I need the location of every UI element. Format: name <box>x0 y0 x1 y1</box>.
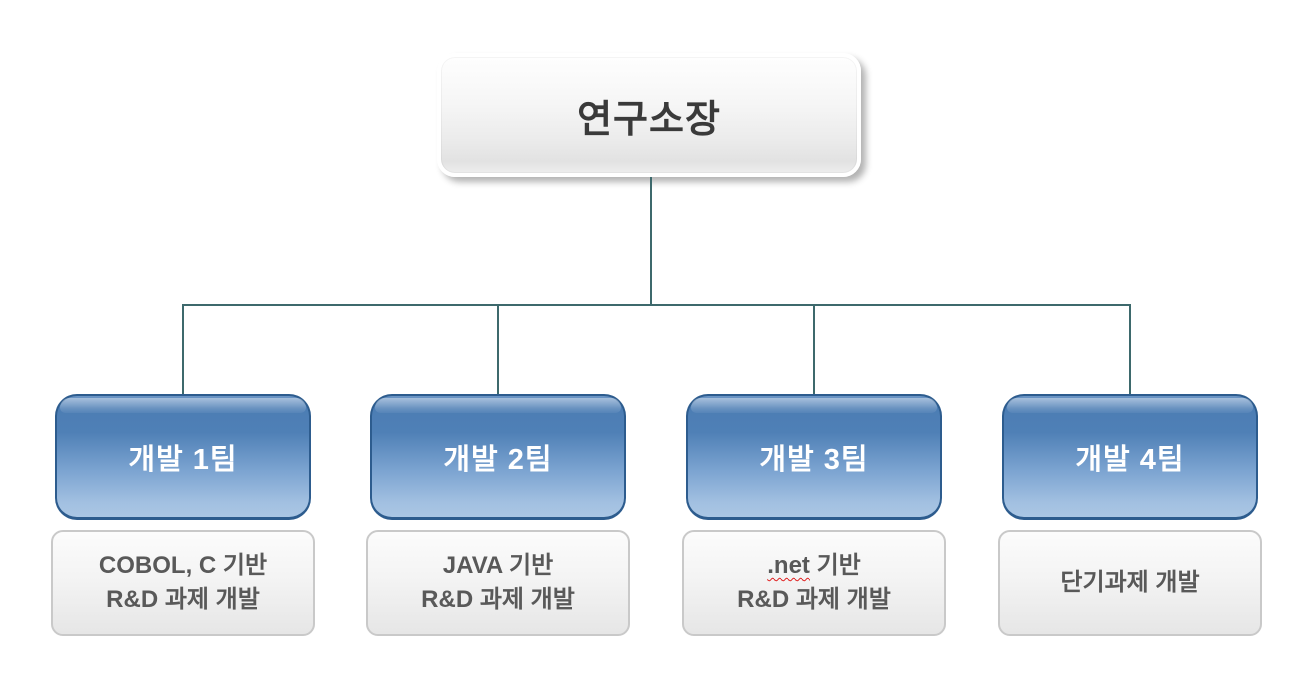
connector-drop-team3 <box>813 304 815 394</box>
org-node-team1: 개발 1팀 <box>55 394 311 520</box>
org-desc-team3-line2: R&D 과제 개발 <box>737 586 891 613</box>
org-desc-team2-line2: R&D 과제 개발 <box>421 586 575 613</box>
org-node-team3: 개발 3팀 <box>686 394 942 520</box>
org-desc-team2-line1: JAVA 기반 <box>442 551 554 579</box>
connector-root-vertical <box>650 177 652 305</box>
connector-drop-team2 <box>497 304 499 394</box>
connector-drop-team1 <box>182 304 184 394</box>
org-desc-team3-line1: .net 기반 <box>767 549 861 583</box>
org-desc-team1-line1: COBOL, C 기반 <box>98 551 268 579</box>
connector-horizontal-bar <box>182 304 1131 306</box>
org-node-team3-label: 개발 3팀 <box>759 443 869 476</box>
org-desc-team3-line1-rest: 기반 <box>809 551 861 579</box>
spellcheck-flagged-word: .net <box>767 551 810 579</box>
org-desc-team1: COBOL, C 기반 R&D 과제 개발 <box>51 530 315 636</box>
org-desc-team2: JAVA 기반 R&D 과제 개발 <box>366 530 630 636</box>
org-desc-team4: 단기과제 개발 <box>998 530 1262 636</box>
org-desc-team4-line1: 단기과제 개발 <box>1060 568 1200 596</box>
org-desc-team1-line2: R&D 과제 개발 <box>106 586 260 613</box>
org-node-root: 연구소장 <box>437 53 861 177</box>
org-node-root-label: 연구소장 <box>577 98 721 141</box>
org-node-team2-label: 개발 2팀 <box>443 443 553 476</box>
org-node-team2: 개발 2팀 <box>370 394 626 520</box>
connector-drop-team4 <box>1129 304 1131 394</box>
org-node-team4: 개발 4팀 <box>1002 394 1258 520</box>
org-node-team4-label: 개발 4팀 <box>1075 443 1185 476</box>
org-desc-team3: .net 기반 R&D 과제 개발 <box>682 530 946 636</box>
org-node-team1-label: 개발 1팀 <box>128 443 238 476</box>
